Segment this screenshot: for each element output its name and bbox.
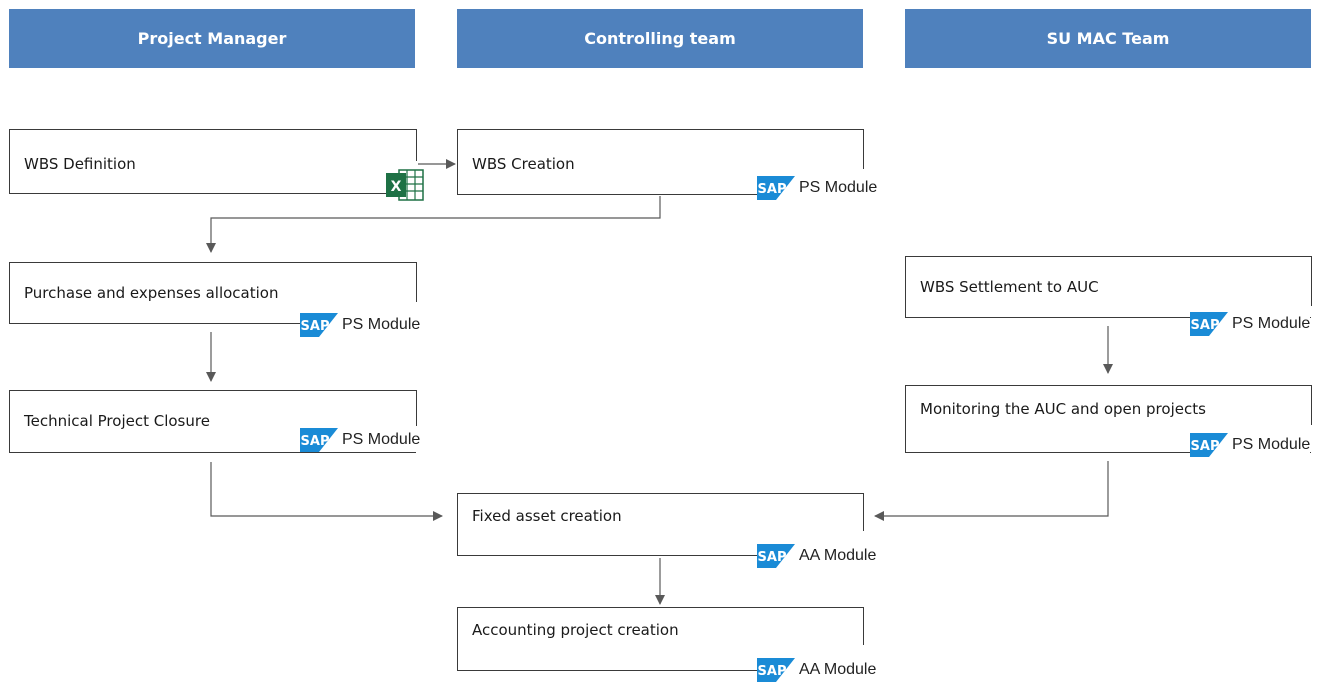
sap-logo-icon: SAP (300, 313, 338, 337)
sap-tag-monitoring: SAP PS Module (1190, 433, 1311, 457)
module-label: AA Module (799, 661, 877, 678)
sap-logo-icon: SAP (1190, 433, 1228, 457)
module-label: AA Module (799, 547, 877, 564)
arrow-monitoring-to-fixed-asset (874, 461, 1109, 521)
arrow-closure-to-fixed-asset (210, 462, 443, 521)
sap-logo-icon: SAP (1190, 312, 1228, 336)
box-label: Technical Project Closure (24, 412, 210, 430)
lane-title: SU MAC Team (1046, 29, 1170, 48)
box-label: WBS Settlement to AUC (920, 278, 1099, 296)
svg-text:SAP: SAP (758, 182, 787, 197)
sap-tag-fixed-asset: SAP AA Module (757, 544, 877, 568)
box-label: WBS Definition (24, 155, 136, 173)
sap-logo-icon: SAP (757, 658, 795, 682)
lane-header-project-manager: Project Manager (9, 9, 415, 68)
box-wbs-definition: WBS Definition (9, 129, 417, 194)
excel-icon: X (386, 169, 424, 201)
sap-tag-accounting-project: SAP AA Module (757, 658, 877, 682)
lane-title: Project Manager (137, 29, 287, 48)
module-label: PS Module (1232, 315, 1311, 332)
module-label: PS Module (799, 179, 878, 196)
svg-text:SAP: SAP (1191, 318, 1220, 333)
arrow-wbs-creation-to-purchase (206, 196, 661, 253)
box-label: Monitoring the AUC and open projects (920, 400, 1206, 418)
lane-header-su-mac-team: SU MAC Team (905, 9, 1311, 68)
svg-text:SAP: SAP (301, 434, 330, 449)
box-label: Purchase and expenses allocation (24, 284, 279, 302)
sap-tag-wbs-creation: SAP PS Module (757, 176, 878, 200)
sap-logo-icon: SAP (300, 428, 338, 452)
box-label: WBS Creation (472, 155, 575, 173)
svg-text:SAP: SAP (301, 319, 330, 334)
sap-logo-icon: SAP (757, 544, 795, 568)
svg-text:SAP: SAP (758, 550, 787, 565)
lane-title: Controlling team (584, 29, 736, 48)
sap-tag-technical-closure: SAP PS Module (300, 428, 421, 452)
module-label: PS Module (1232, 436, 1311, 453)
box-label: Accounting project creation (472, 621, 679, 639)
sap-logo-icon: SAP (757, 176, 795, 200)
svg-text:SAP: SAP (1191, 439, 1220, 454)
lane-header-controlling-team: Controlling team (457, 9, 863, 68)
svg-text:SAP: SAP (758, 664, 787, 679)
box-wbs-settlement: WBS Settlement to AUC (905, 256, 1312, 318)
module-label: PS Module (342, 316, 421, 333)
sap-tag-wbs-settlement: SAP PS Module (1190, 312, 1311, 336)
module-label: PS Module (342, 431, 421, 448)
box-label: Fixed asset creation (472, 507, 622, 525)
excel-letter: X (391, 179, 402, 195)
sap-tag-purchase: SAP PS Module (300, 313, 421, 337)
